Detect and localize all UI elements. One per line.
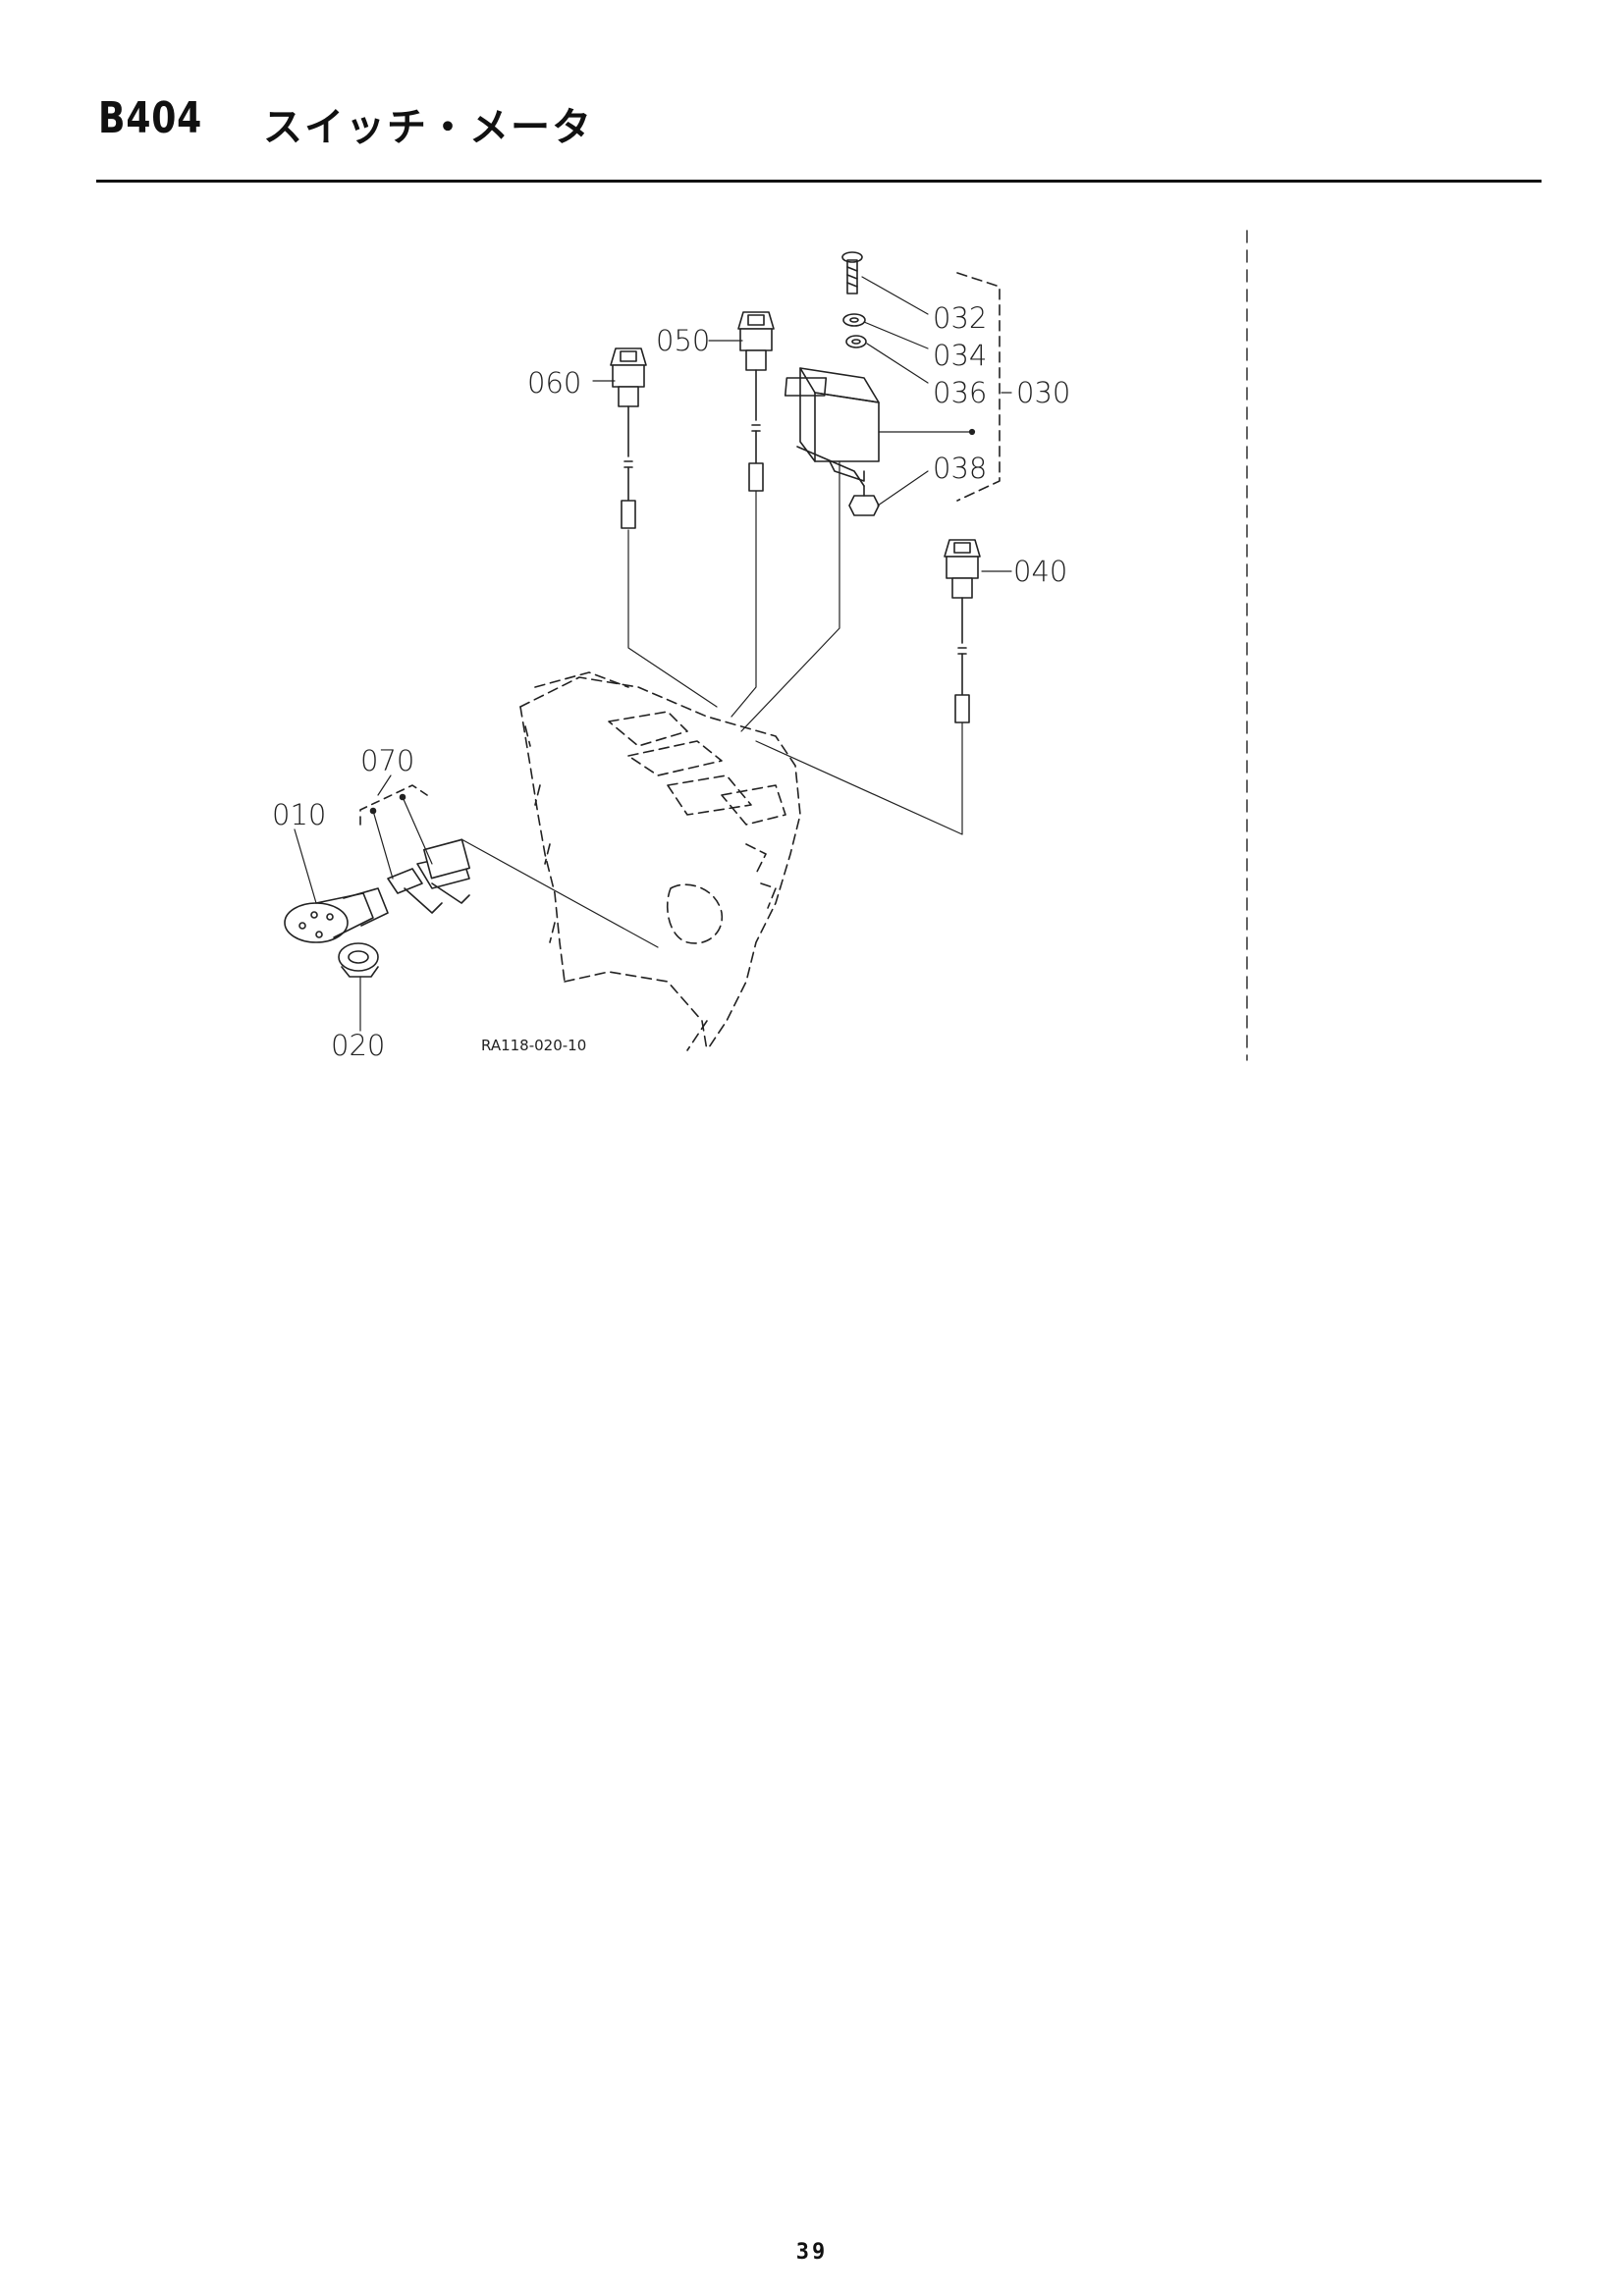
section-title: スイッチ・メータ <box>263 105 593 150</box>
callout-070: 070 <box>360 744 414 777</box>
switch-050 <box>737 311 775 492</box>
switch-040 <box>944 539 981 723</box>
header-rule <box>96 180 1542 183</box>
keys-070 <box>387 838 471 914</box>
callout-036: 036 <box>933 376 987 409</box>
diagram-reference-code: RA118-020-10 <box>481 1037 586 1054</box>
nut-038 <box>848 495 880 516</box>
callout-040: 040 <box>1013 555 1067 588</box>
callout-060: 060 <box>527 366 581 400</box>
screw-032 <box>841 251 863 294</box>
section-code: B404 <box>98 93 203 143</box>
washer-034 <box>842 313 866 327</box>
leader-lines <box>294 276 1012 1032</box>
hour-meter-030 <box>784 367 880 487</box>
page-header: B404 スイッチ・メータ <box>98 93 1542 152</box>
callout-labels: 060 050 032 034 036 030 038 040 070 010 … <box>272 301 1070 1062</box>
callout-050: 050 <box>656 324 710 357</box>
bracket-070 <box>359 784 428 826</box>
bracket-030 <box>956 272 1001 502</box>
callout-038: 038 <box>933 452 987 485</box>
nut-020 <box>338 942 379 978</box>
callout-010: 010 <box>272 798 326 831</box>
key-switch-010 <box>284 887 389 943</box>
page-number: 39 <box>795 2240 829 2265</box>
dashboard-panel-outline <box>519 671 801 1051</box>
wiring-lines <box>460 460 963 948</box>
callout-020: 020 <box>331 1029 385 1062</box>
callout-032: 032 <box>933 301 987 335</box>
washer-036 <box>845 335 867 348</box>
callout-030: 030 <box>1016 376 1070 409</box>
switch-060 <box>610 347 647 529</box>
callout-034: 034 <box>933 339 987 372</box>
